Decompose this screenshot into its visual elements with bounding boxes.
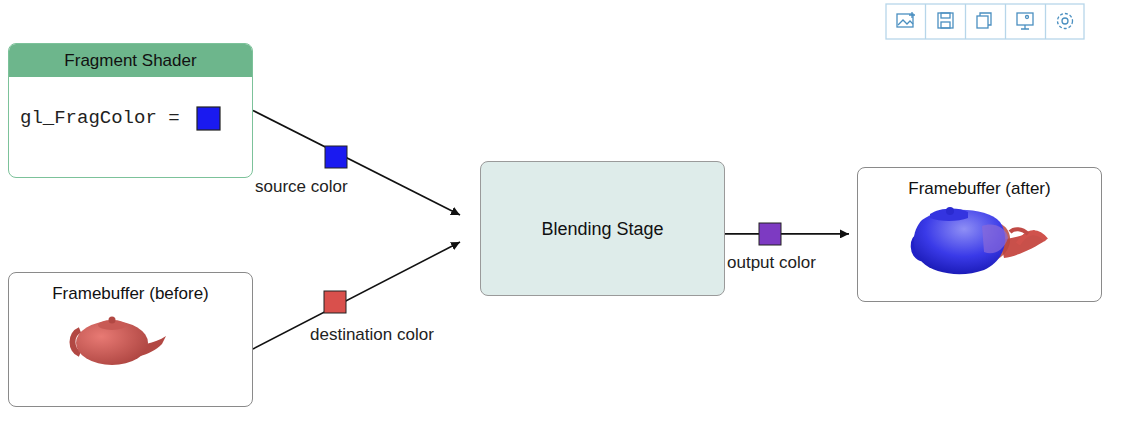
node-title: Framebuffer (after) <box>858 179 1101 199</box>
node-title: Blending Stage <box>481 218 724 239</box>
edge-label: output color <box>725 253 818 273</box>
output-swatch <box>759 223 781 245</box>
framebuffer-box: Framebuffer (after) <box>857 167 1102 302</box>
edge-label: destination color <box>308 325 436 345</box>
connector-arrow <box>253 111 460 216</box>
connector-arrow <box>253 242 460 349</box>
shader-box: Fragment Shader gl_FragColor = <box>8 43 253 178</box>
toolbar <box>886 4 1084 39</box>
code-text: gl_FragColor = <box>20 107 180 129</box>
destination-swatch <box>324 291 346 313</box>
node-title: Framebuffer (before) <box>9 284 252 304</box>
source-swatch <box>325 146 347 168</box>
edge-label: source color <box>253 177 350 197</box>
process-box: Blending Stage <box>480 161 725 296</box>
framebuffer-box: Framebuffer (before) <box>8 272 253 407</box>
connector-arrow <box>725 233 849 235</box>
node-title: Fragment Shader <box>9 44 252 77</box>
